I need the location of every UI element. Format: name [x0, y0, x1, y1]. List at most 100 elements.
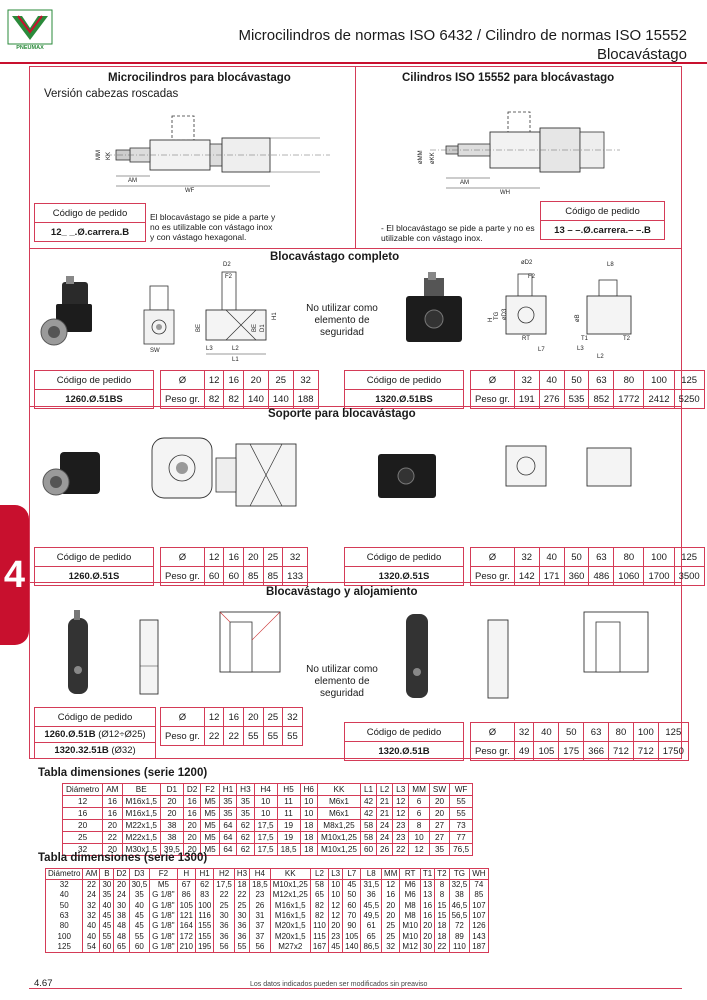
table-cell: 110 — [448, 941, 471, 953]
table-cell: 32 — [82, 910, 101, 922]
column-header: D1 — [159, 783, 184, 796]
table-cell: 30 — [113, 900, 130, 911]
column-header: B — [99, 868, 115, 880]
table-cell: 16 — [419, 900, 436, 911]
table-cell: 30,5 — [128, 879, 151, 890]
table-cell: 85 — [469, 890, 489, 901]
diameter-value: 25 — [262, 707, 284, 727]
table-cell: M5 — [200, 807, 220, 820]
table-cell: 15 — [434, 900, 450, 911]
weight-value: 1060 — [613, 566, 645, 586]
table-cell: 25 — [213, 900, 235, 911]
diameter-value: 80 — [613, 370, 645, 390]
table-cell: 172 — [176, 931, 196, 942]
table-cell: 20 — [419, 931, 436, 942]
table-cell: 110 — [309, 921, 330, 932]
diameter-value: 63 — [588, 547, 615, 567]
table-cell: 65 — [309, 890, 330, 901]
table-cell: M10 — [399, 931, 421, 942]
table-cell: 20 — [381, 910, 401, 922]
warning-line: elemento de seguridad — [314, 315, 370, 338]
column-header: Diámetro — [61, 783, 104, 796]
rod-lock-housing-photo-left — [68, 610, 88, 694]
table-cell: 35 — [236, 807, 255, 820]
dim-kk: KK — [106, 152, 112, 160]
weight-label: Peso gr. — [160, 726, 205, 746]
column-header: H — [176, 868, 196, 880]
table-cell: 50 — [44, 900, 84, 911]
chapter-tab[interactable]: 4 — [0, 505, 29, 645]
table-cell: 58 — [309, 879, 330, 890]
table-cell: M10x1,25 — [316, 843, 361, 856]
dim-mm: MM — [96, 150, 102, 160]
table-cell: 40 — [44, 890, 84, 901]
section-divider-1 — [29, 248, 682, 249]
code-label: Código de pedido — [34, 370, 154, 390]
rod-lock-side-drawing-right: L8 øB T1 T2 L3 L2 — [575, 262, 632, 360]
table-cell: 25 — [61, 831, 104, 844]
table-cell: 22 — [82, 879, 101, 890]
table-cell: M10 — [399, 921, 421, 932]
table-cell: 121 — [176, 910, 196, 922]
table-cell: 86,5 — [360, 941, 383, 953]
column-header: MM — [408, 783, 430, 796]
table-cell: 18 — [299, 843, 318, 856]
table-cell: 64 — [218, 843, 238, 856]
table-cell: 23 — [249, 890, 271, 901]
table-cell: 25 — [381, 931, 401, 942]
weight-value: 82 — [223, 389, 245, 409]
table-cell: 55 — [233, 941, 251, 953]
table-cell: M8x1,25 — [316, 819, 361, 832]
order-code-range: (Ø12÷Ø25) — [98, 729, 146, 740]
dim-f2-right: F2 — [528, 274, 536, 280]
table-cell: 36 — [213, 921, 235, 932]
code-label: Código de pedido — [34, 707, 156, 727]
diameter-value: 12 — [203, 370, 225, 390]
table-cell: M16x1,5 — [121, 795, 161, 808]
diameter-value: 80 — [608, 722, 634, 742]
dim-t1: T1 — [581, 336, 589, 342]
table-cell: 22 — [233, 890, 251, 901]
table-cell: 56,5 — [448, 910, 471, 922]
diameter-label: Ø — [160, 707, 205, 727]
diameter-value: 20 — [243, 707, 264, 727]
table-cell: M30x1,5 — [121, 843, 161, 856]
housing-section-drawing-left — [219, 611, 281, 673]
table-cell: 58 — [359, 819, 378, 832]
table-cell: 31,5 — [360, 879, 383, 890]
column-header: H4 — [249, 868, 271, 880]
table-cell: M6 — [399, 890, 421, 901]
table-cell: 164 — [176, 921, 196, 932]
column-header: MM — [381, 868, 401, 880]
weight-value: 105 — [533, 741, 560, 761]
iso15552-cylinder-drawing: øMM øKK AM WH — [418, 111, 620, 196]
table-cell: 60 — [99, 941, 115, 953]
rod-lock-section-drawing: D2 F2 H1 BE BE D1 L3 L2 L1 — [196, 262, 278, 363]
diameter-value: 16 — [223, 370, 245, 390]
warning-line: elemento de seguridad — [314, 676, 370, 699]
table-cell: G 1/8" — [149, 931, 178, 942]
header-rule — [0, 62, 707, 64]
table-cell: 35 — [218, 807, 238, 820]
section4-title: Blocavástago y alojamiento — [266, 586, 418, 598]
weight-value: 49 — [513, 741, 535, 761]
table-cell: 31 — [249, 910, 271, 922]
table-cell: M20x1,5 — [269, 931, 311, 942]
warning-line: No utilizar como — [306, 303, 378, 314]
column-header: D2 — [113, 868, 130, 880]
section2-safety-warning: No utilizar como elemento de seguridad — [292, 303, 392, 339]
table-cell: 10 — [299, 795, 318, 808]
weight-value: 188 — [292, 389, 319, 409]
section1-left-note: El blocavástago se pide a parte y no es … — [150, 212, 275, 242]
table-cell: 35 — [128, 890, 151, 901]
table-cell: 45 — [99, 910, 115, 922]
table-cell: 100 — [44, 931, 84, 942]
